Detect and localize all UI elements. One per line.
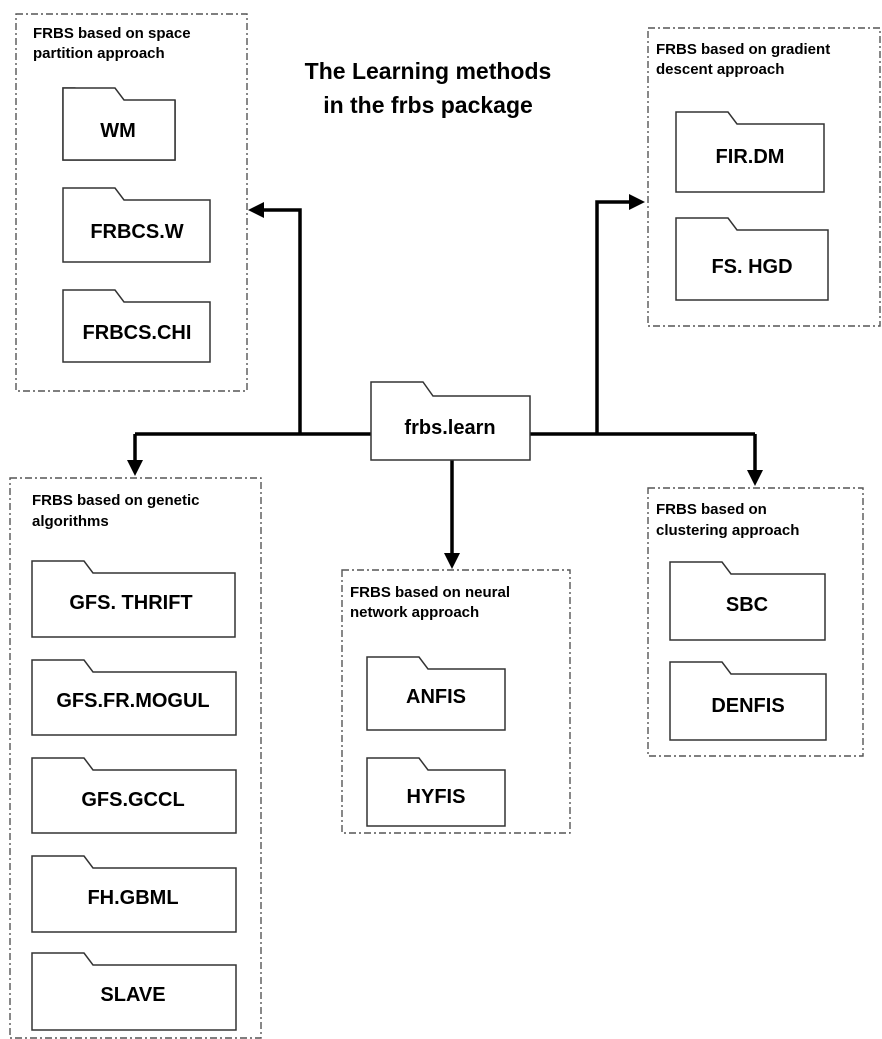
group-label-line-1: FRBS based on space	[33, 25, 191, 42]
folder-shape	[31, 855, 237, 933]
group-box-gradient-descent	[647, 27, 881, 327]
diagram-title: The Learning methods in the frbs package	[305, 58, 552, 118]
folder-shape	[675, 111, 825, 193]
folder-label: FS. HGD	[711, 256, 792, 278]
folder-label: GFS.GCCL	[81, 789, 184, 811]
group-label-line-2: descent approach	[656, 61, 784, 78]
folder-shape	[62, 187, 211, 263]
group-box-space-partition	[15, 13, 248, 392]
group-clustering: FRBS based on clustering approach SBC DE…	[647, 487, 864, 757]
folder-shape	[669, 561, 826, 641]
folder-frbcs-chi[interactable]: FRBCS.CHI	[62, 289, 211, 363]
folder-frbcs-w[interactable]: FRBCS.W	[62, 187, 211, 263]
connector-gradient-descent	[595, 200, 632, 434]
root-folder-frbs-learn[interactable]: frbs.learn	[370, 381, 531, 461]
arrow-space-partition	[248, 202, 264, 218]
group-label-line-1: FRBS based on	[656, 501, 767, 518]
group-genetic: FRBS based on genetic algorithms GFS. TH…	[9, 477, 262, 1039]
folder-shape	[31, 659, 237, 736]
folder-label: FH.GBML	[87, 887, 178, 909]
folder-label: FRBCS.CHI	[83, 322, 192, 344]
folder-denfis[interactable]: DENFIS	[669, 661, 827, 741]
arrow-neural-network	[444, 553, 460, 569]
title-line-2: in the frbs package	[323, 92, 533, 118]
group-box-clustering	[647, 487, 864, 757]
folder-label: ANFIS	[406, 686, 466, 708]
group-label-line-2: algorithms	[32, 513, 109, 530]
group-label-line-2: network approach	[350, 604, 479, 621]
folder-slave[interactable]: SLAVE	[31, 952, 237, 1031]
folder-fir-dm[interactable]: FIR.DM	[675, 111, 825, 193]
group-box-genetic	[9, 477, 262, 1039]
arrow-gradient-descent	[629, 194, 645, 210]
folder-fs-hgd[interactable]: FS. HGD	[675, 217, 829, 301]
folder-label: SBC	[726, 594, 768, 616]
group-neural-network: FRBS based on neural network approach AN…	[341, 569, 571, 834]
group-box-neural-network	[341, 569, 571, 834]
connector-space-partition	[260, 208, 302, 434]
folder-shape	[31, 757, 237, 834]
folder-gfs-fr-mogul[interactable]: GFS.FR.MOGUL	[31, 659, 237, 736]
group-label-line-2: clustering approach	[656, 522, 799, 539]
folder-shape	[669, 661, 827, 741]
folder-label: FRBCS.W	[90, 221, 183, 243]
group-label-line-1: FRBS based on neural	[350, 584, 510, 601]
folder-sbc[interactable]: SBC	[669, 561, 826, 641]
folder-shape	[366, 656, 506, 731]
group-space-partition: FRBS based on space partition approach W…	[15, 13, 248, 392]
folder-shape	[62, 289, 211, 363]
folder-gfs-thrift[interactable]: GFS. THRIFT	[31, 560, 236, 638]
folder-shape	[366, 757, 506, 827]
folder-label: GFS. THRIFT	[69, 592, 192, 614]
folder-shape	[370, 381, 531, 461]
folder-hyfis[interactable]: HYFIS	[366, 757, 506, 827]
group-label-line-2: partition approach	[33, 45, 165, 62]
folder-gfs-gccl[interactable]: GFS.GCCL	[31, 757, 237, 834]
group-label-line-1: FRBS based on genetic	[32, 492, 200, 509]
group-label-line-1: FRBS based on gradient	[656, 41, 830, 58]
folder-anfis[interactable]: ANFIS	[366, 656, 506, 731]
folder-label: DENFIS	[711, 695, 784, 717]
folder-shape	[31, 560, 236, 638]
folder-shape	[31, 952, 237, 1031]
arrow-clustering	[747, 470, 763, 486]
folder-label: HYFIS	[407, 786, 466, 808]
root-label: frbs.learn	[404, 417, 495, 439]
folder-label: FIR.DM	[716, 146, 785, 168]
group-gradient-descent: FRBS based on gradient descent approach …	[647, 27, 881, 327]
folder-shape	[675, 217, 829, 301]
folder-wm[interactable]: WM	[62, 87, 176, 161]
folder-label: WM	[100, 120, 136, 142]
folder-label: GFS.FR.MOGUL	[56, 690, 209, 712]
folder-fh-gbml[interactable]: FH.GBML	[31, 855, 237, 933]
folder-label: SLAVE	[100, 984, 165, 1006]
folder-shape	[62, 87, 176, 161]
arrow-genetic	[127, 460, 143, 476]
title-line-1: The Learning methods	[305, 58, 552, 84]
